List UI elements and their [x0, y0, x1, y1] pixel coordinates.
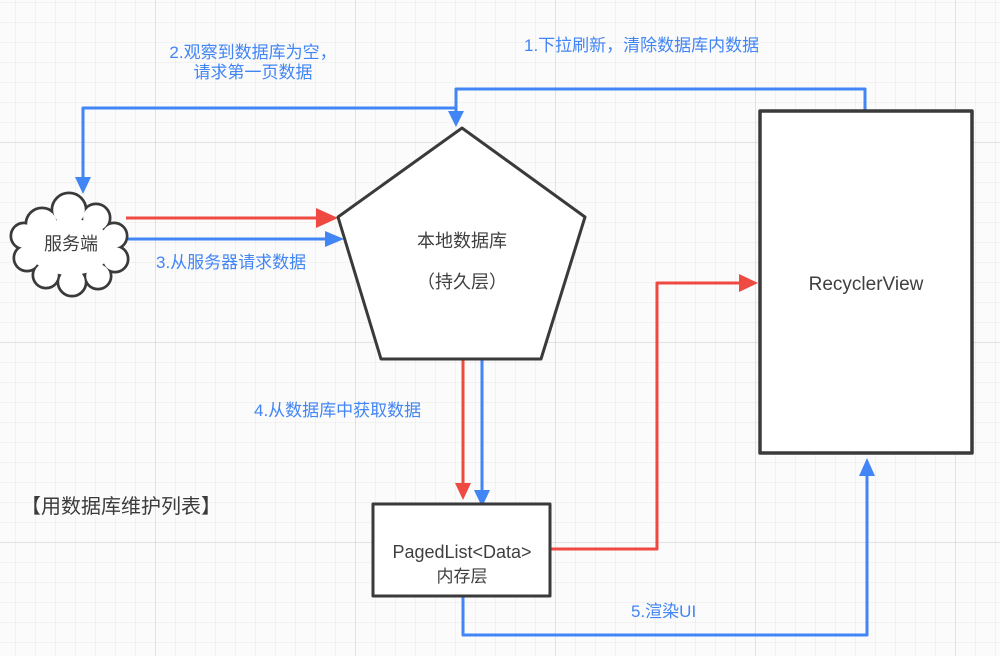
cloud-shape: [9, 191, 130, 298]
edge-label-5: 5.渲染UI: [631, 602, 697, 621]
recyclerview-node: RecyclerView: [758, 109, 974, 455]
edge-db-to-pagedlist-red: [455, 360, 471, 500]
pagedlist-node: PagedList<Data> 内存层: [371, 502, 552, 598]
local-db-node: 本地数据库 （持久层）: [336, 126, 587, 361]
edge-pagedlist-to-recycler-blue: [461, 458, 875, 637]
server-label: 服务端: [44, 234, 98, 254]
edge-server-to-db-red: [126, 208, 338, 228]
recyclerview-label: RecyclerView: [809, 274, 924, 295]
edge-db-to-pagedlist-blue: [474, 360, 490, 507]
edge-label-2-line2: 请求第一页数据: [193, 63, 313, 82]
server-node: 服务端: [9, 191, 130, 298]
pagedlist-title: PagedList<Data>: [392, 542, 531, 562]
edge-server-to-db-blue: [128, 231, 344, 247]
edge-label-1: 1.下拉刷新，清除数据库内数据: [524, 36, 760, 55]
pentagon-shape: [336, 126, 587, 361]
edge-label-2-line1: 2.观察到数据库为空，: [169, 43, 337, 62]
local-db-title: 本地数据库: [417, 231, 507, 251]
edge-db-to-server-blue: [75, 106, 456, 194]
edge-label-4: 4.从数据库中获取数据: [254, 401, 422, 420]
edge-label-2: 2.观察到数据库为空， 请求第一页数据: [153, 43, 353, 83]
edge-pagedlist-to-recycler-red: [551, 274, 758, 551]
pagedlist-rect: [371, 502, 552, 598]
recyclerview-rect: [758, 109, 974, 455]
edge-label-3: 3.从服务器请求数据: [156, 253, 307, 272]
pagedlist-subtitle: 内存层: [437, 567, 488, 586]
local-db-subtitle: （持久层）: [417, 272, 507, 292]
edge-recycler-to-db-blue: [448, 87, 867, 127]
diagram-caption: 【用数据库维护列表】: [21, 496, 221, 518]
